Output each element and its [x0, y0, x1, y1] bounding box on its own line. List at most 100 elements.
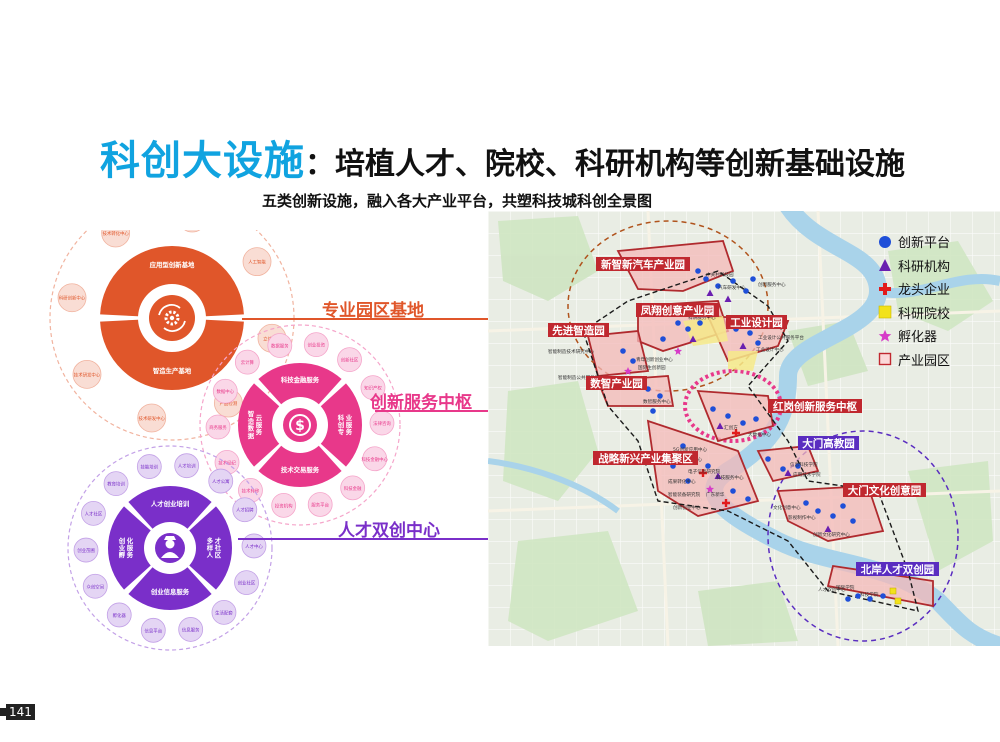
park-label: 红岗创新服务中枢	[768, 399, 862, 413]
legend-item-research-institute: 科研机构	[878, 254, 950, 278]
incubator-marker	[706, 485, 714, 493]
hub-satellite: 法律咨询	[369, 410, 395, 436]
hub-satellite-label: 科研创新中心	[59, 295, 86, 302]
hub-segment	[128, 486, 212, 529]
hub-satellite-label: 人工智能	[248, 259, 266, 266]
innovation-platform-marker	[753, 416, 759, 422]
hub-segment	[258, 362, 342, 405]
hub-satellite-label: 数据中心	[216, 388, 234, 395]
hub-satellite: 教育培训	[103, 471, 129, 497]
park-label-text: 战略新兴产业集聚区	[598, 452, 693, 465]
hub-satellite-label: 创业社区	[238, 580, 256, 587]
incubator-marker	[624, 367, 632, 375]
hub-satellite-label: 创业投资	[308, 342, 326, 349]
page-title: 科创大设施：培植人才、院校、科研机构等创新基础设施	[100, 128, 905, 186]
hub-gear: 智造创新研发中心人工智能立体车间产品检测技术研发中心技术研发中心科研创新中心技术…	[49, 230, 295, 441]
facility-label: 创新创业中心	[673, 504, 701, 511]
research-institute-marker	[739, 342, 747, 349]
innovation-platform-marker	[695, 268, 701, 274]
innovation-platform-marker	[830, 513, 836, 519]
hub-satellite: 投资机构	[271, 492, 297, 518]
red-cross-icon	[879, 282, 891, 295]
hub-satellite-label: 众创空间	[86, 583, 104, 590]
facility-label: 国际学院	[836, 584, 855, 591]
hub-satellite: 商务服务	[205, 414, 231, 440]
hub-satellite-label: 技术转移	[242, 487, 260, 494]
innovation-platform-marker	[850, 518, 856, 524]
hub-satellite-label: 云计算	[241, 359, 255, 366]
hub-satellite: 人才培训	[174, 453, 200, 479]
hub-outer-ring	[67, 445, 273, 651]
park-label-text: 大门文化创意园	[848, 484, 922, 497]
innovation-platform-marker	[703, 276, 709, 282]
research-institute-marker	[716, 422, 724, 429]
hub-satellite: 人才公寓	[208, 468, 234, 494]
hub-satellite-label: 技术经纪	[218, 459, 236, 466]
facility-label: 创新文化研究中心	[813, 531, 850, 538]
hub-satellite: 数据中心	[212, 378, 238, 404]
page-number: 141	[6, 704, 35, 720]
research-college-marker	[889, 587, 897, 595]
connector-line-park	[242, 318, 627, 320]
facility-label: 青年创新创业中心	[636, 356, 673, 363]
leading-enterprise-marker	[699, 469, 707, 477]
hub-diagrams: 智造创新研发中心人工智能立体车间产品检测技术研发中心技术研发中心科研创新中心技术…	[49, 230, 401, 651]
hub-satellite: 科技金融	[340, 475, 366, 501]
hub-segment-label: 创业孵化服务	[118, 536, 134, 559]
title-highlight: 科创大设施	[100, 138, 305, 184]
facility-label: 工业设计公共服务平台	[758, 334, 804, 341]
svg-text:$: $	[295, 418, 305, 434]
facility-label: 影视制作中心	[788, 514, 816, 521]
hub-segment	[100, 319, 244, 391]
hub-satellite: 创业苗圃	[73, 537, 99, 563]
facility-label: 广东新华	[706, 491, 725, 498]
facility-label: 中关村科技园	[706, 271, 734, 278]
research-institute-marker	[784, 469, 792, 476]
legend-item-research-college: 科研院校	[878, 301, 950, 325]
connector-label-park: 专业园区基地	[322, 301, 424, 321]
park-label-text: 凤翔创意产业园	[641, 304, 715, 317]
park-label: 大门高教园	[798, 436, 859, 450]
research-college-marker	[894, 597, 902, 605]
innovation-platform-marker	[747, 330, 753, 336]
hub-segment	[189, 506, 232, 590]
innovation-platform-marker	[750, 276, 756, 282]
research-institute-marker	[724, 295, 732, 302]
facility-label: 电子信息研究院	[688, 468, 721, 475]
innovation-platform-marker	[680, 443, 686, 449]
facility-label: 科技服务中心	[716, 474, 744, 481]
facility-label: 5G创新应用中心	[673, 446, 707, 453]
gear-refresh-icon	[149, 295, 195, 341]
innovation-platform-marker	[803, 500, 809, 506]
hub-satellite-label: 法律咨询	[373, 420, 391, 427]
hub-satellite-label: 数据服务	[271, 343, 289, 350]
park-label: 工业设计园	[726, 315, 787, 329]
purple-triangle-icon	[879, 259, 891, 272]
hub-satellite: 信息服务	[178, 617, 204, 642]
innovation-platform-marker	[705, 463, 711, 469]
facility-label: 大数据中心	[748, 431, 771, 438]
innovation-platform-marker	[675, 320, 681, 326]
hub-segment	[237, 383, 280, 467]
facility-label: 创新服务中心	[758, 281, 786, 288]
hub-satellite: 技能培训	[136, 454, 162, 479]
hub-satellite-label: 投资机构	[275, 502, 293, 509]
facility-label: 应用技术学院	[793, 471, 821, 478]
leading-enterprise-marker	[732, 429, 740, 437]
page-number-bar	[0, 708, 6, 716]
facility-label: 信息科技学院	[790, 461, 818, 468]
facility-label: 文化创意中心	[773, 504, 801, 511]
innovation-platform-marker	[880, 593, 886, 599]
hub-satellite: 科研创新中心	[57, 283, 87, 313]
hub-satellite-label: 信息服务	[182, 626, 200, 633]
hub-satellite-label: 教育培训	[107, 481, 125, 488]
hub-satellite: 人才社区	[81, 501, 106, 526]
innovation-platform-marker	[685, 478, 691, 484]
hub-satellite-label: 技术转化中心	[102, 230, 129, 237]
hub-satellite: 人才招聘	[232, 497, 258, 523]
hub-segment-label: 人才创业培训	[151, 499, 190, 508]
research-institute-marker	[824, 525, 832, 532]
map-legend: 创新平台 科研机构 龙头企业 科研院校 孵化器 产业园区	[878, 230, 950, 371]
hub-satellite-label: 知识产权	[364, 385, 382, 392]
hub-satellite: 信息平台	[140, 617, 166, 643]
